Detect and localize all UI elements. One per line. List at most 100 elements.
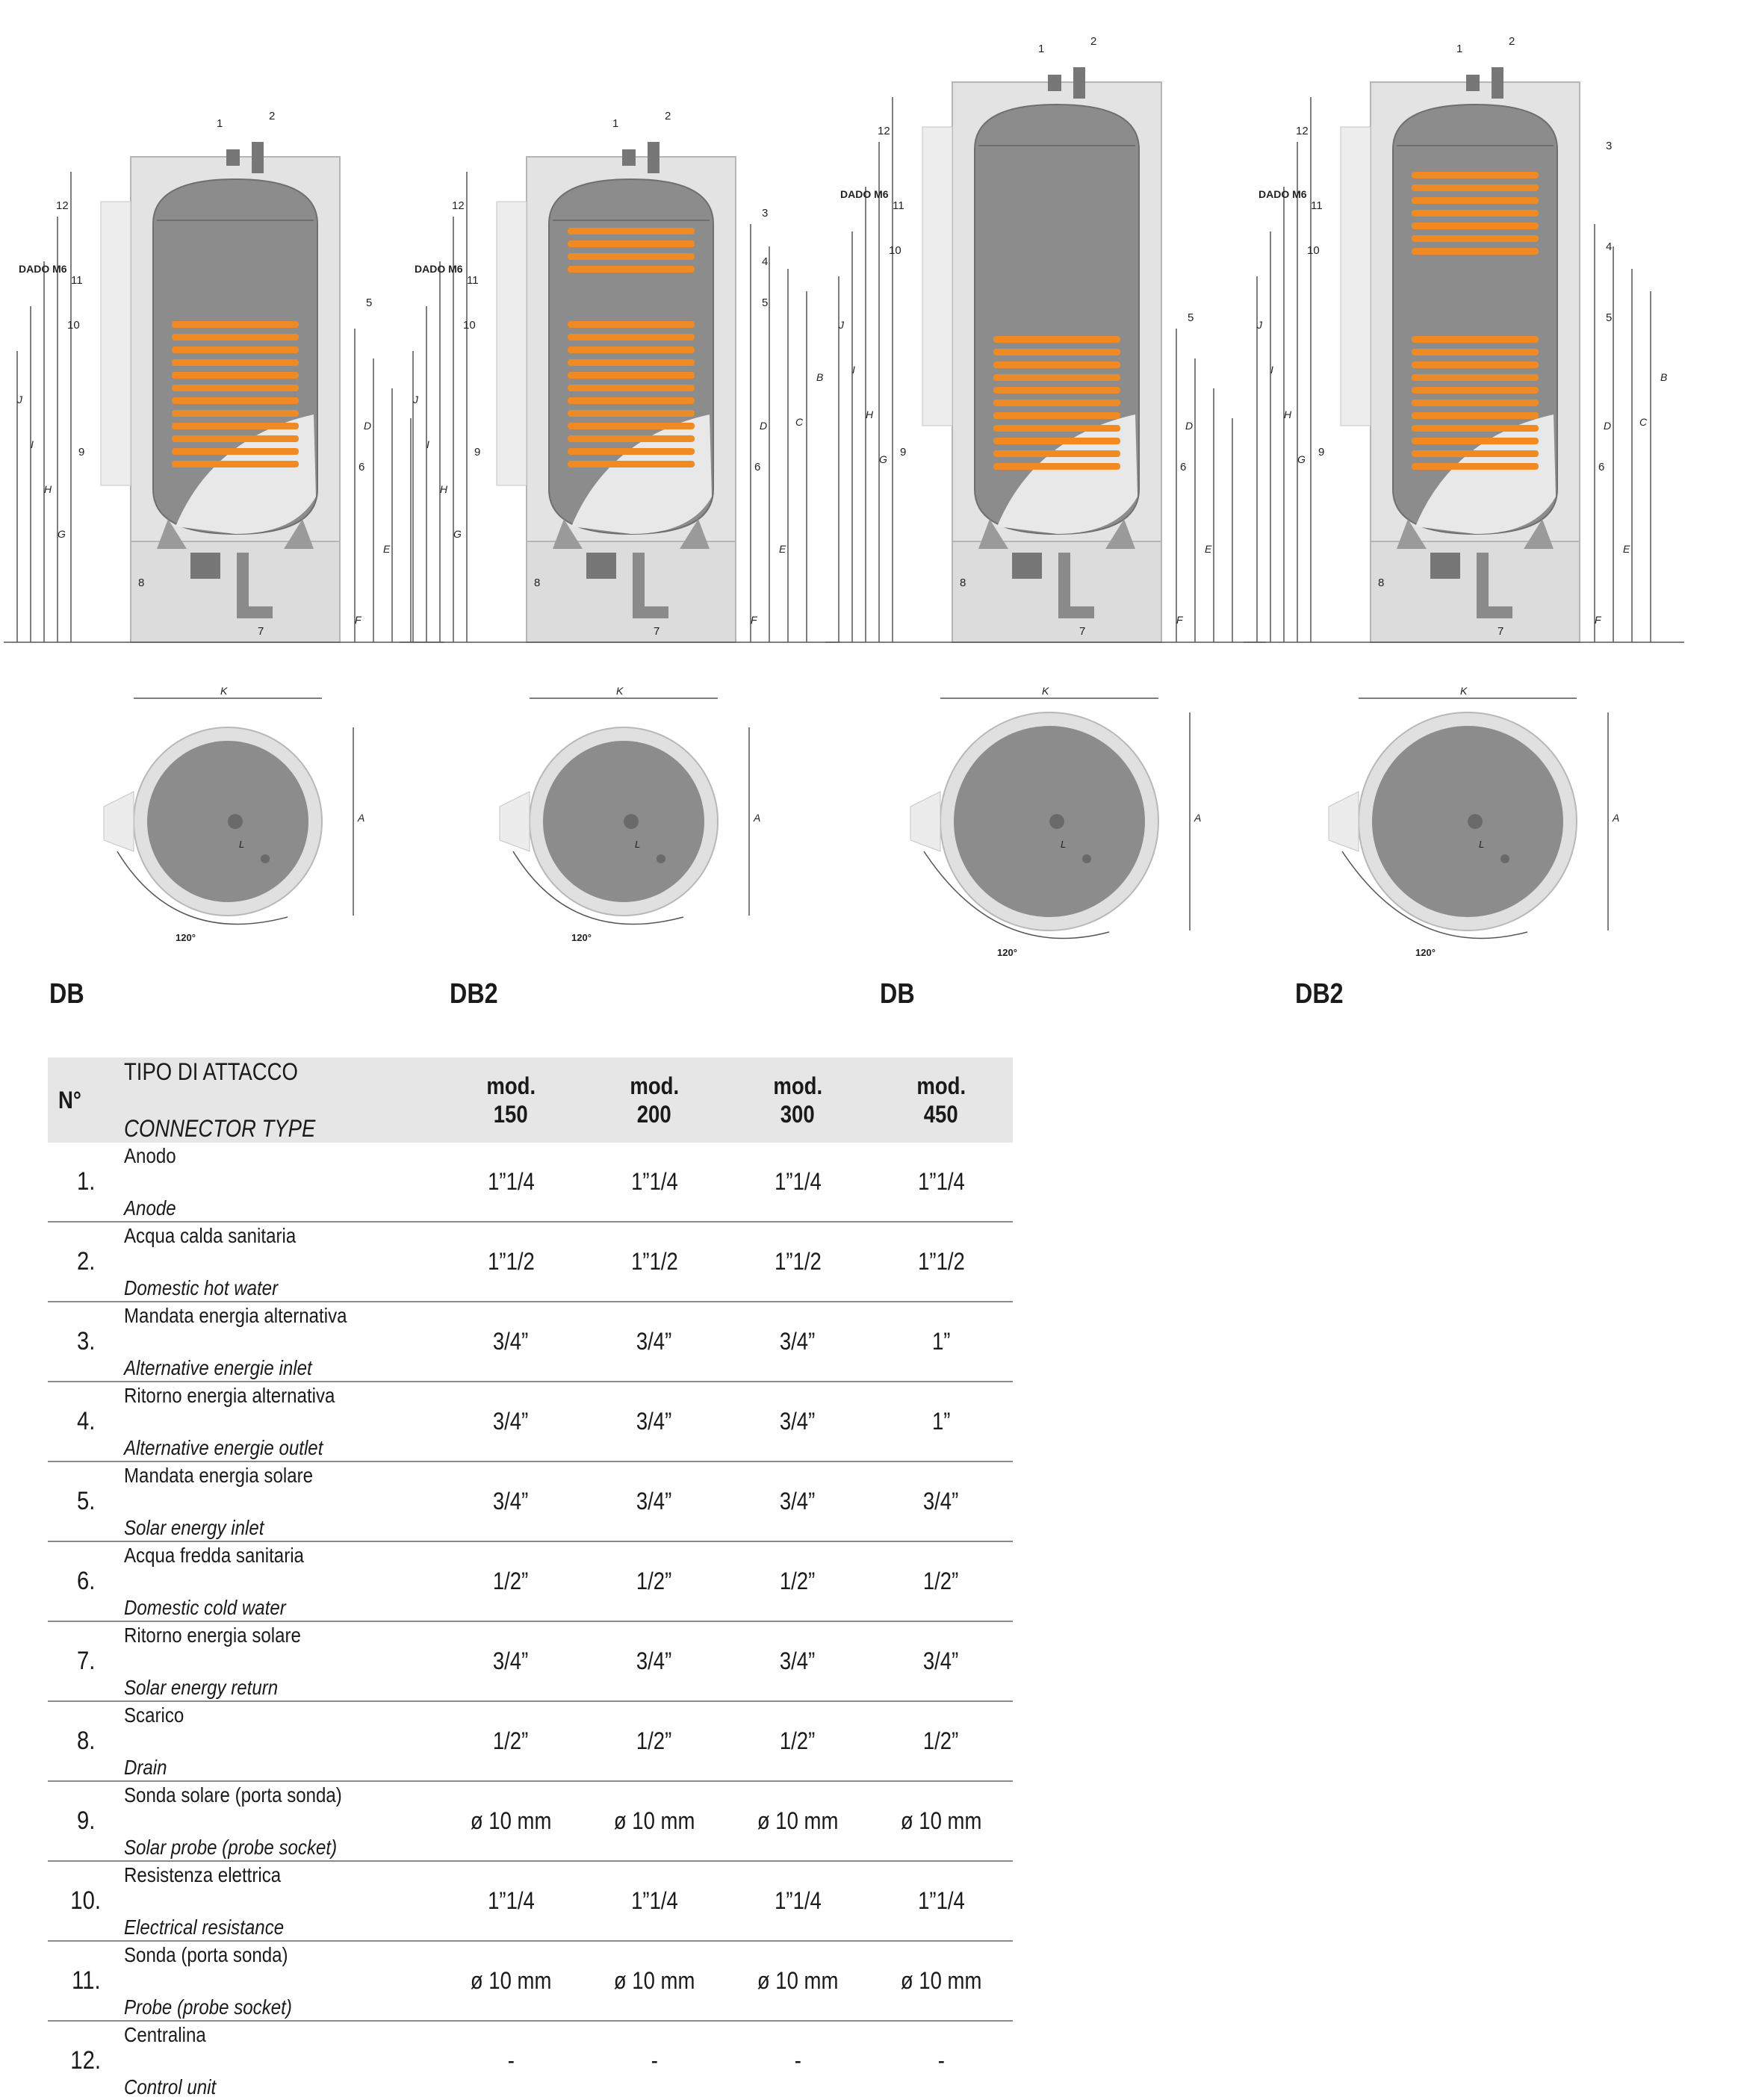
cell-value: - [869, 2020, 1013, 2100]
cell-value: ø 10 mm [726, 1780, 869, 1861]
control-unit-panel [100, 201, 131, 486]
dimension-letter: H [44, 483, 52, 495]
callout-number: 9 [1318, 446, 1324, 459]
dimension-letter: E [1205, 543, 1212, 555]
cell-value: 3/4” [869, 1621, 1013, 1701]
callout-number: 6 [1598, 461, 1604, 473]
header-type-en: CONNECTOR TYPE [124, 1115, 316, 1142]
dimension-letter: I [1270, 364, 1273, 376]
dimension-letter: K [1460, 685, 1468, 697]
cell-value: ø 10 mm [583, 1780, 726, 1861]
row-number: 9. [48, 1780, 124, 1861]
cell-value: 1”1/2 [583, 1221, 726, 1302]
plan-angle-arc [1341, 851, 1528, 939]
cell-value: - [726, 2020, 869, 2100]
hot-water-fitting [252, 142, 264, 173]
lower-coil-turn [172, 385, 299, 391]
callout-number: 12 [452, 199, 465, 212]
connector-en: Alternative energie inlet [124, 1356, 312, 1379]
connector-it: Centralina [124, 2023, 206, 2046]
lower-coil-turn [172, 321, 299, 328]
lower-coil-turn [1412, 349, 1539, 355]
tank-base [526, 541, 736, 643]
dimension-letter: D [364, 420, 371, 432]
header-model-300: mod.300 [773, 1072, 822, 1128]
cell-value: 3/4” [583, 1381, 726, 1461]
connector-en: Domestic cold water [124, 1596, 286, 1619]
cell-value: 1”1/4 [726, 1860, 869, 1941]
row-number: 10. [48, 1860, 124, 1941]
connector-it: Mandata energia alternativa [124, 1304, 347, 1327]
pump [586, 553, 616, 579]
connector-it: Mandata energia solare [124, 1464, 314, 1487]
cell-value: 3/4” [583, 1301, 726, 1382]
lower-coil-turn [172, 435, 299, 442]
upper-coil-turn [1412, 223, 1539, 229]
lower-coil-turn [568, 359, 695, 366]
lower-coil-turn [172, 397, 299, 404]
callout-number: 2 [269, 110, 275, 122]
dado-label: DADO M6 [19, 263, 67, 275]
header-model-150: mod.150 [486, 1072, 536, 1128]
lower-coil-turn [993, 374, 1120, 381]
header-number: N° [58, 1086, 81, 1113]
cell-value: 3/4” [439, 1621, 583, 1701]
callout-number: 7 [654, 625, 659, 638]
row-connector: Sonda (porta sonda)Probe (probe socket) [124, 1940, 439, 2021]
callout-number: 2 [665, 110, 671, 122]
upper-coil-turn [568, 228, 695, 234]
connector-en: Anode [124, 1196, 176, 1220]
callout-number: 6 [1180, 461, 1186, 473]
callout-number: 4 [1606, 240, 1612, 253]
cell-value: 1/2” [726, 1700, 869, 1781]
lower-coil-turn [172, 461, 299, 467]
cell-value: 1/2” [583, 1541, 726, 1621]
tank-foot [1397, 519, 1427, 549]
dimension-letter: C [795, 416, 804, 428]
control-unit-panel [922, 126, 953, 426]
lower-coil-turn [172, 334, 299, 341]
tank-foot [1524, 519, 1554, 549]
upper-coil-turn [1412, 184, 1539, 191]
callout-number: 10 [463, 319, 476, 332]
callout-number: 9 [474, 446, 480, 459]
dimension-letter: D [1185, 420, 1193, 432]
hot-water-fitting [648, 142, 659, 173]
upper-coil-turn [1412, 197, 1539, 204]
callout-number: 5 [1188, 311, 1194, 324]
cell-value: 1/2” [439, 1541, 583, 1621]
cell-value: 1/2” [869, 1700, 1013, 1781]
dimension-letter: L [635, 839, 640, 850]
connector-en: Control unit [124, 2075, 217, 2099]
callout-number: 2 [1509, 35, 1515, 48]
callout-number: 12 [56, 199, 69, 212]
plan-angle-arc [923, 851, 1110, 939]
lower-coil-turn [568, 334, 695, 341]
upper-coil-turn [1412, 248, 1539, 255]
callout-number: 1 [217, 117, 223, 130]
dimension-letter: J [412, 394, 419, 406]
dimension-letter: F [355, 614, 362, 626]
tank-cutaway [176, 414, 316, 534]
model-label-db2-150-200: DB2 [450, 978, 498, 1010]
dimension-letter: F [751, 614, 758, 626]
lower-coil-turn [172, 359, 299, 366]
callout-number: 10 [1307, 244, 1320, 257]
dimension-letter: L [239, 839, 244, 850]
cell-value: 1”1/4 [439, 1860, 583, 1941]
plan-control-unit [499, 791, 530, 852]
cell-value: 3/4” [439, 1381, 583, 1461]
dimension-letter: J [16, 394, 23, 406]
lower-coil-turn [1412, 412, 1539, 419]
cell-value: ø 10 mm [583, 1940, 726, 2021]
callout-number: 7 [258, 625, 264, 638]
return-pipe [633, 553, 668, 618]
anode-fitting [622, 149, 636, 166]
row-number: 11. [48, 1940, 124, 2021]
